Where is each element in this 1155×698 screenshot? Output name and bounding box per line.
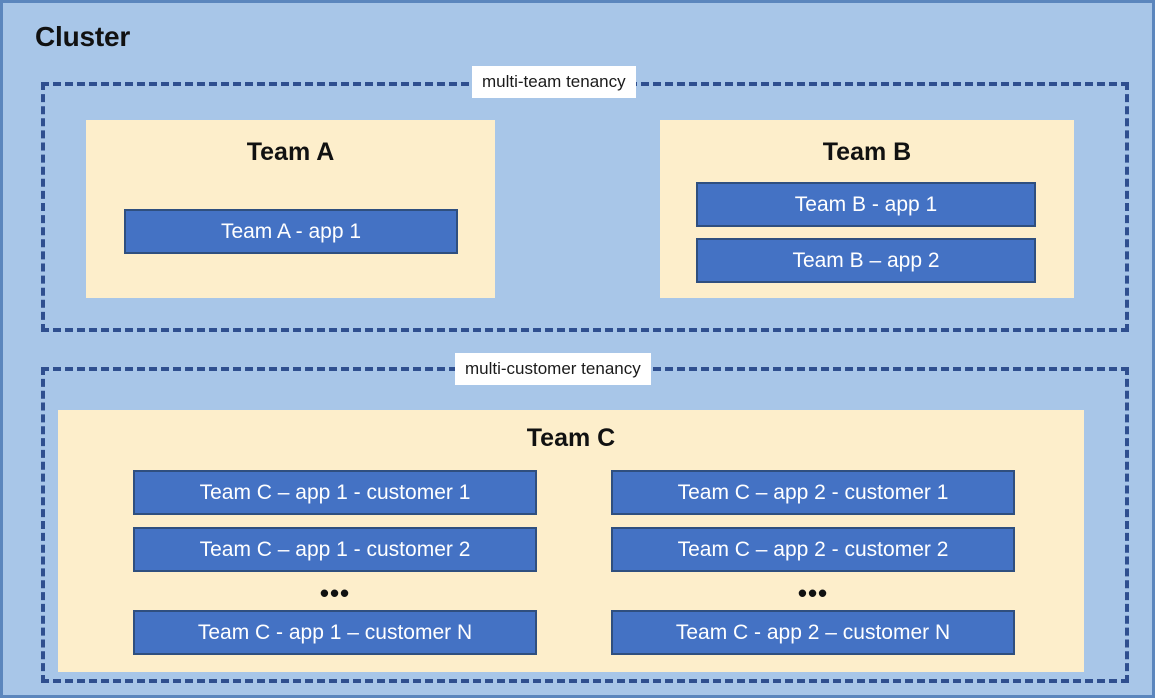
team-panel-team-b: Team B Team B - app 1 Team B – app 2 — [660, 120, 1074, 298]
app-box-team-c-app-2-customer-2[interactable]: Team C – app 2 - customer 2 — [611, 527, 1015, 572]
ellipsis-team-c-app-1: ••• — [319, 578, 351, 608]
app-box-team-c-app-1-customer-2[interactable]: Team C – app 1 - customer 2 — [133, 527, 537, 572]
app-box-team-b-app-2[interactable]: Team B – app 2 — [696, 238, 1036, 283]
tenancy-zone-label-multi-team: multi-team tenancy — [472, 66, 636, 98]
app-box-team-b-app-1[interactable]: Team B - app 1 — [696, 182, 1036, 227]
app-box-team-c-app-1-customer-1[interactable]: Team C – app 1 - customer 1 — [133, 470, 537, 515]
ellipsis-team-c-app-2: ••• — [797, 578, 829, 608]
app-box-team-c-app-2-customer-n[interactable]: Team C - app 2 – customer N — [611, 610, 1015, 655]
page-title: Cluster — [35, 21, 131, 52]
team-panel-team-c: Team C Team C – app 1 - customer 1 Team … — [58, 410, 1084, 672]
app-box-team-c-app-1-customer-n[interactable]: Team C - app 1 – customer N — [133, 610, 537, 655]
team-heading-team-b: Team B — [822, 138, 912, 166]
team-heading-team-c: Team C — [526, 424, 616, 452]
tenancy-zone-label-multi-customer: multi-customer tenancy — [455, 353, 651, 385]
app-box-team-a-app-1[interactable]: Team A - app 1 — [124, 209, 458, 254]
team-panel-team-a: Team A Team A - app 1 — [86, 120, 495, 298]
team-heading-team-a: Team A — [246, 138, 335, 166]
app-box-team-c-app-2-customer-1[interactable]: Team C – app 2 - customer 1 — [611, 470, 1015, 515]
